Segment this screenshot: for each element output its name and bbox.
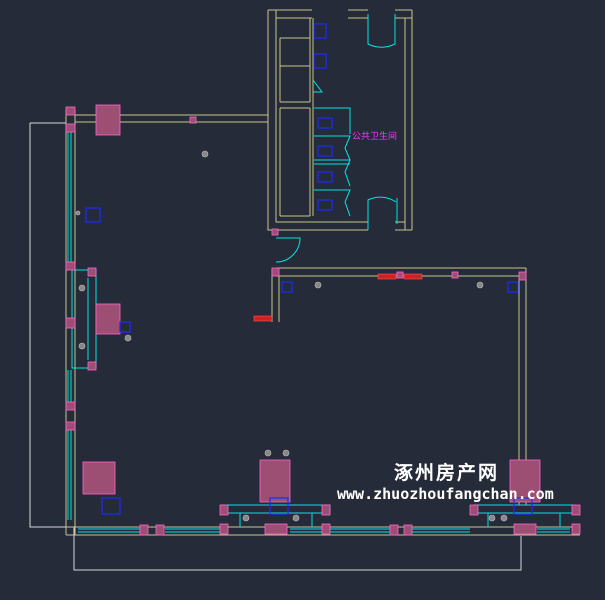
columns bbox=[65, 104, 581, 536]
main-walls bbox=[65, 9, 580, 536]
watermark-url: www.zhuozhoufangchan.com bbox=[337, 485, 554, 503]
red-accents bbox=[253, 273, 423, 322]
small-fixtures bbox=[75, 150, 508, 522]
restroom-label: 公共卫生间 bbox=[352, 130, 397, 142]
door-swings bbox=[275, 14, 397, 263]
watermark-title: 涿州房产网 bbox=[394, 461, 499, 484]
plumbing-fixtures bbox=[85, 23, 533, 515]
outer-outline bbox=[29, 122, 522, 571]
